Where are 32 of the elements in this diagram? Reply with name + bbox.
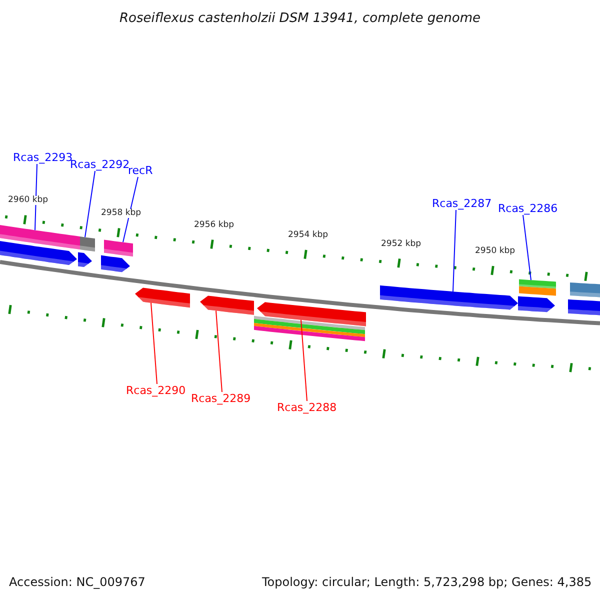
- gene-feature: [380, 285, 518, 310]
- scale-label: 2950 kbp: [475, 247, 516, 256]
- leader-line: [34, 164, 38, 231]
- gene-feature: [519, 279, 556, 289]
- gene-feature: [0, 224, 80, 250]
- gene-label: Rcas_2289: [191, 393, 251, 404]
- gene-label: Rcas_2292: [70, 159, 130, 170]
- gene-feature: [257, 302, 366, 326]
- leader-line: [216, 310, 222, 392]
- leader-line: [122, 176, 138, 243]
- scale-label: 2954 kbp: [288, 231, 328, 240]
- genome-info-text: Topology: circular; Length: 5,723,298 bp; Genes: 4,385: [262, 576, 592, 588]
- accession-text: Accession: NC_009767: [9, 576, 146, 588]
- scale-label: 2952 kbp: [381, 240, 422, 248]
- scale-label: 2958 kbp: [101, 209, 142, 218]
- leader-line: [452, 210, 456, 292]
- gene-feature: [135, 288, 190, 308]
- gene-feature: [80, 236, 95, 252]
- gene-feature: [104, 240, 133, 256]
- map-title: Roseiflexus castenholzii DSM 13941, complete genome: [118, 12, 482, 25]
- gene-label: Rcas_2290: [126, 385, 186, 396]
- gene-label: Rcas_2286: [498, 203, 558, 214]
- gene-label: Rcas_2288: [277, 402, 337, 413]
- leader-line: [84, 170, 96, 238]
- gene-label: Rcas_2287: [432, 198, 492, 209]
- leader-line: [300, 319, 308, 402]
- gene-feature: [200, 296, 254, 315]
- gene-label: recR: [128, 165, 153, 176]
- gene-label: Rcas_2293: [13, 152, 73, 163]
- scale-label: 2956 kbp: [194, 221, 234, 230]
- scale-label: 2960 kbp: [8, 196, 48, 204]
- leader-line: [150, 302, 158, 384]
